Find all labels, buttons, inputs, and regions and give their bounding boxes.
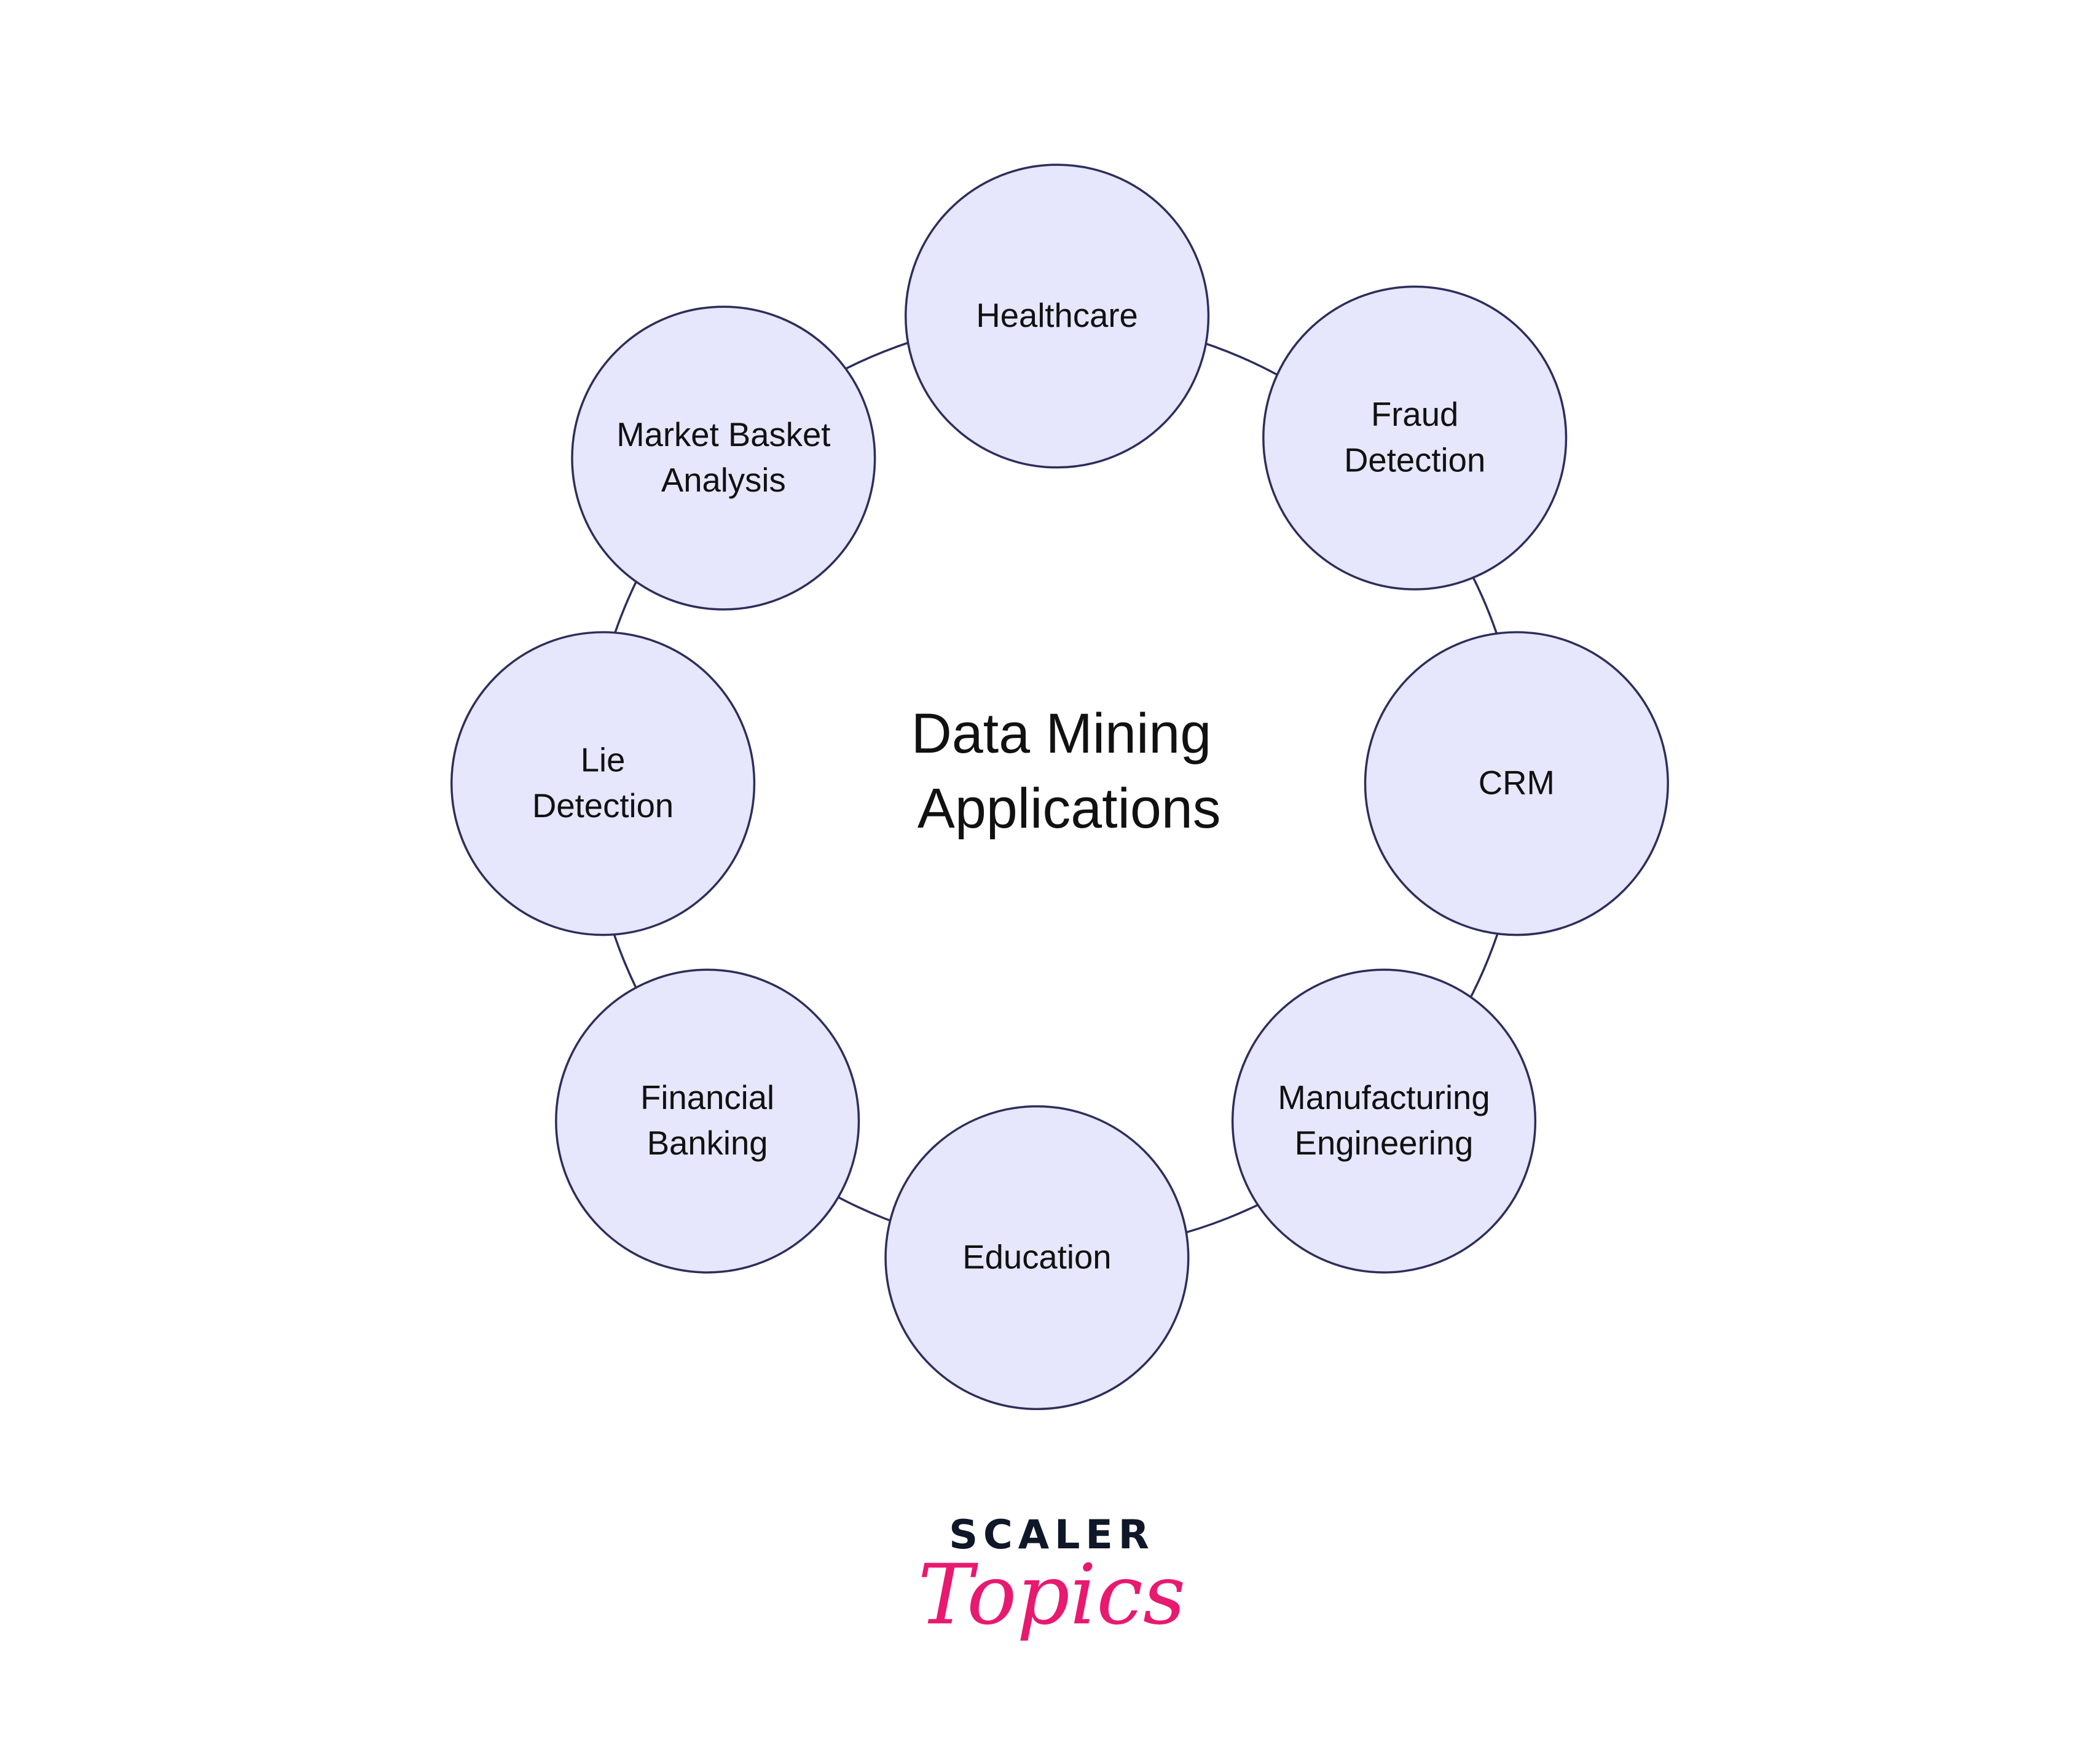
node-label-line: Fraud <box>1371 396 1458 433</box>
node-circle <box>1231 968 1537 1274</box>
node-label-line: Market Basket <box>616 416 830 453</box>
node-label-line: Detection <box>532 787 674 825</box>
node-label-line: Manufacturing <box>1278 1079 1490 1116</box>
node-label-line: Education <box>962 1238 1111 1276</box>
application-node: Healthcare <box>905 163 1210 469</box>
logo-scaler-text: SCALER <box>949 1511 1155 1558</box>
node-circle <box>1262 285 1568 590</box>
node-label-line: CRM <box>1479 764 1555 802</box>
node-label-line: Detection <box>1344 441 1485 479</box>
node-label: Healthcare <box>976 297 1137 334</box>
center-title-line-2: Applications <box>917 777 1221 840</box>
application-node: Education <box>884 1105 1190 1411</box>
node-label-line: Financial <box>640 1079 774 1116</box>
node-circle <box>905 163 1210 469</box>
node-circle <box>884 1105 1190 1411</box>
scaler-topics-logo: SCALER Topics <box>918 1511 1186 1643</box>
center-title: Data Mining Applications <box>911 702 1227 840</box>
node-circle <box>571 305 876 611</box>
logo-topics-text: Topics <box>918 1546 1186 1643</box>
node-label-line: Analysis <box>661 461 786 499</box>
node-label-line: Banking <box>647 1124 768 1162</box>
node-label: CRM <box>1479 764 1555 802</box>
center-title-line-1: Data Mining <box>911 702 1212 765</box>
node-label-line: Healthcare <box>976 297 1137 334</box>
node-circle <box>555 968 860 1274</box>
node-circle <box>450 631 756 936</box>
node-label-line: Engineering <box>1295 1124 1474 1162</box>
application-node: CRM <box>1364 631 1669 936</box>
node-label: Education <box>962 1238 1111 1276</box>
node-label-line: Lie <box>581 742 626 779</box>
node-circle <box>1364 631 1669 936</box>
